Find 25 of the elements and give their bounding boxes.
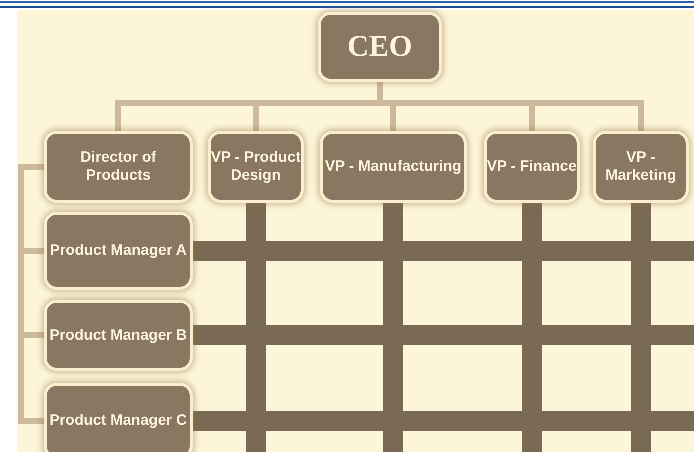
role-title: Product Manager A [50,242,187,260]
role-box [484,131,580,203]
role-box [44,131,193,203]
matrix-bar [631,203,651,452]
role-box [318,12,442,82]
role-box [208,131,304,203]
role-title: VP - Finance [487,158,577,176]
matrix-bar [246,203,266,452]
matrix-bar [522,203,542,452]
role-title: VP - Manufacturing [325,158,462,176]
role-box [320,131,467,203]
matrix-bar [193,411,694,431]
role-title: VP - Marketing [604,149,678,185]
matrix-bar [193,241,694,261]
role-title: Director of Products [80,149,158,185]
role-box [44,300,193,371]
role-box [44,212,193,290]
role-box [44,383,193,452]
role-title: Product Manager C [50,412,188,430]
matrix-bar [384,203,404,452]
role-title: CEO [347,30,412,64]
role-box [593,131,689,203]
role-title: Product Manager B [50,326,188,344]
role-title: VP - Product Design [211,149,301,185]
matrix-bar [193,326,694,346]
